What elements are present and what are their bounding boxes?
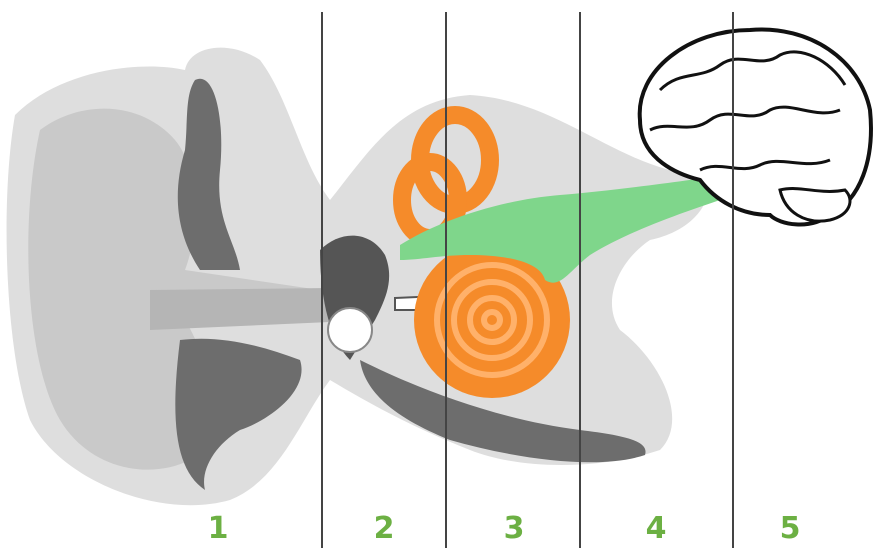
zone-label-2: 2 (364, 512, 404, 546)
eardrum (328, 308, 372, 352)
zone-label-3: 3 (494, 512, 534, 546)
zone-label-1: 1 (198, 512, 238, 546)
zone-label-5: 5 (770, 512, 810, 546)
zone-label-4: 4 (636, 512, 676, 546)
